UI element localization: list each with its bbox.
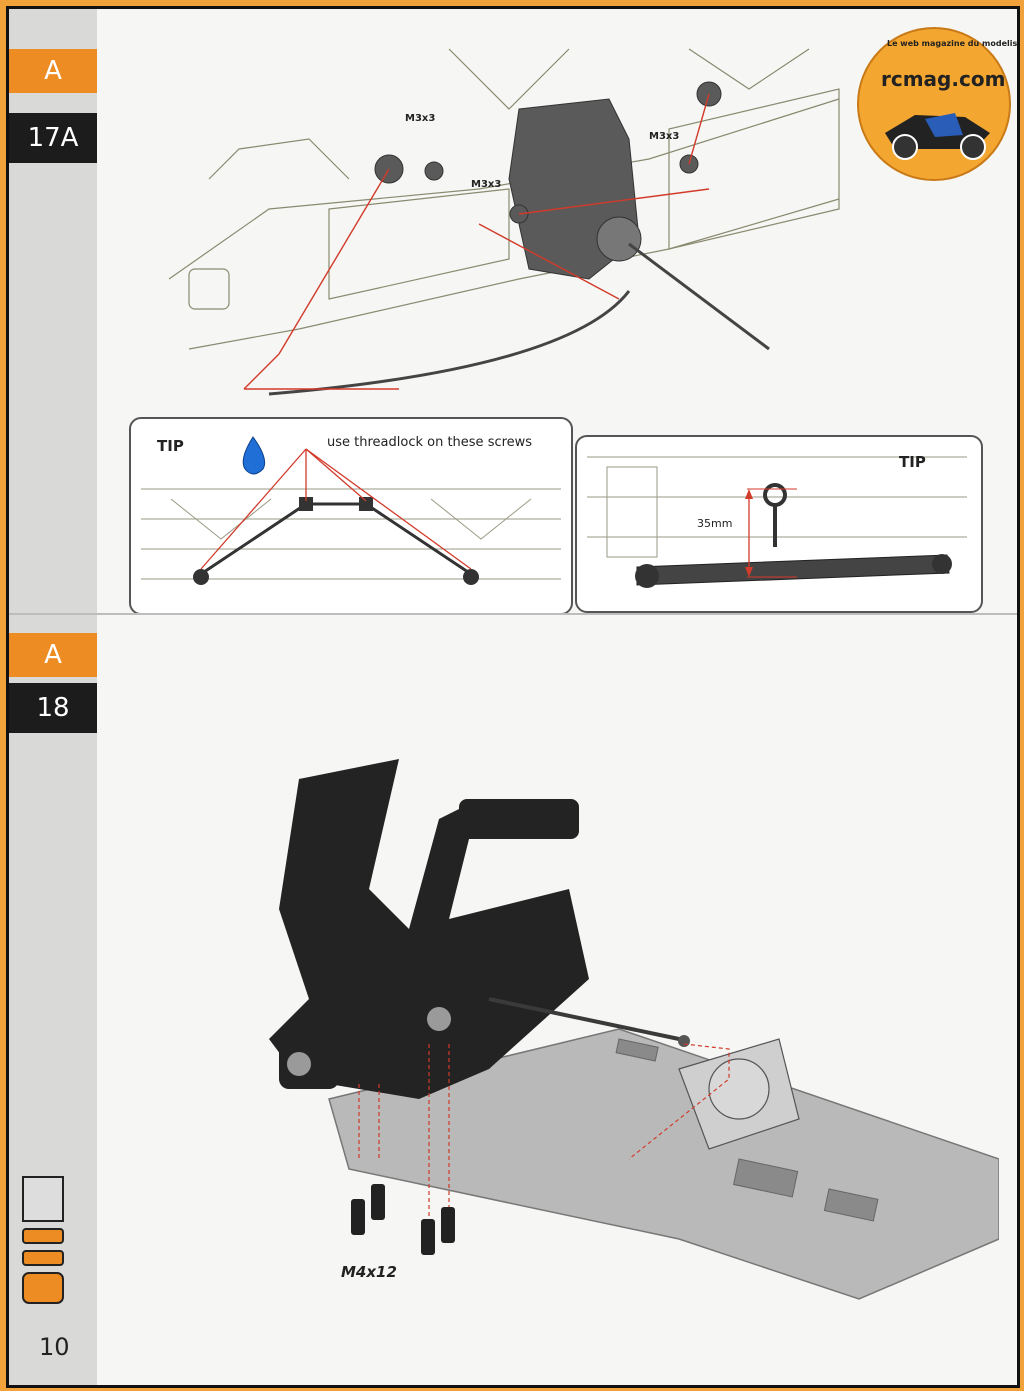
step-17a-number: 17A: [9, 113, 97, 163]
tip-title-right: TIP: [899, 453, 926, 471]
screw-label-m4x12: M4x12: [341, 1263, 397, 1281]
threadlock-drawing: [141, 436, 561, 585]
measure-label: 35mm: [697, 517, 733, 530]
threadlock-drop-icon: [242, 436, 266, 475]
rcmag-watermark: [857, 27, 1011, 181]
threadlock-note: use threadlock on these screws: [327, 435, 533, 450]
rear-assembly-drawing: [168, 48, 840, 396]
011e-logo: [22, 1176, 64, 1304]
tip-title-left: TIP: [157, 437, 184, 455]
watermark-tagline: Le web magazine du modelisme: [887, 39, 1020, 48]
watermark-site: rcmag.com: [881, 67, 1006, 91]
tip-box-measure: TIP 35mm: [575, 435, 983, 613]
tip-box-threadlock: TIP use threadlock on these screws: [129, 417, 573, 615]
step-18-badge: A: [9, 633, 97, 677]
screw-label-1: M3x3: [405, 113, 436, 124]
step-17a-badge: A: [9, 49, 97, 93]
manual-page: A 17A A 18: [6, 6, 1020, 1388]
measure-drawing: [587, 456, 967, 588]
screw-label-3: M3x3: [471, 179, 502, 190]
chassis-assembly-drawing: [269, 759, 999, 1300]
section-divider: [9, 613, 1017, 615]
step-18-number: 18: [9, 683, 97, 733]
page-number: 10: [39, 1333, 70, 1361]
screw-label-2: M3x3: [649, 131, 680, 142]
